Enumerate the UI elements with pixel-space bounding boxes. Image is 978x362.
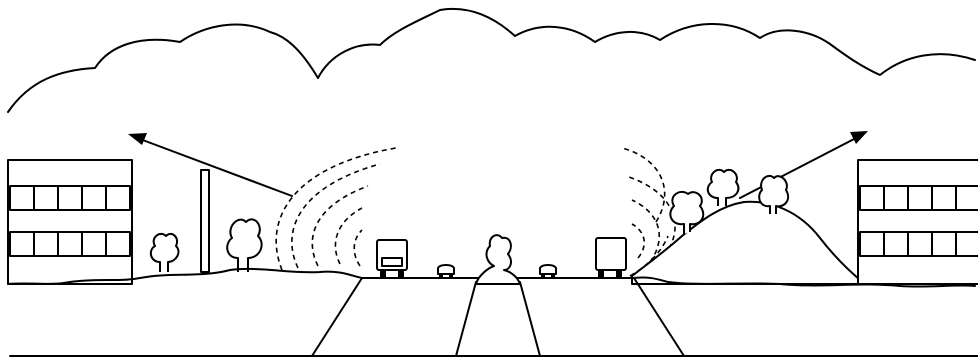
cloud-outline (8, 9, 975, 112)
car-left (438, 265, 454, 278)
car-right (540, 265, 556, 278)
tree-left-small (151, 234, 179, 272)
tree-hill-middle (708, 170, 739, 206)
left-building (8, 160, 132, 284)
truck-right (596, 238, 626, 278)
noise-barrier-wall (201, 170, 209, 272)
earth-berm-hill (632, 202, 865, 284)
right-building (858, 160, 978, 284)
truck-left (377, 240, 407, 278)
median-shrub (476, 235, 520, 284)
reflection-arrow-right (740, 131, 868, 198)
road (10, 278, 978, 356)
tree-left-large (227, 219, 261, 272)
